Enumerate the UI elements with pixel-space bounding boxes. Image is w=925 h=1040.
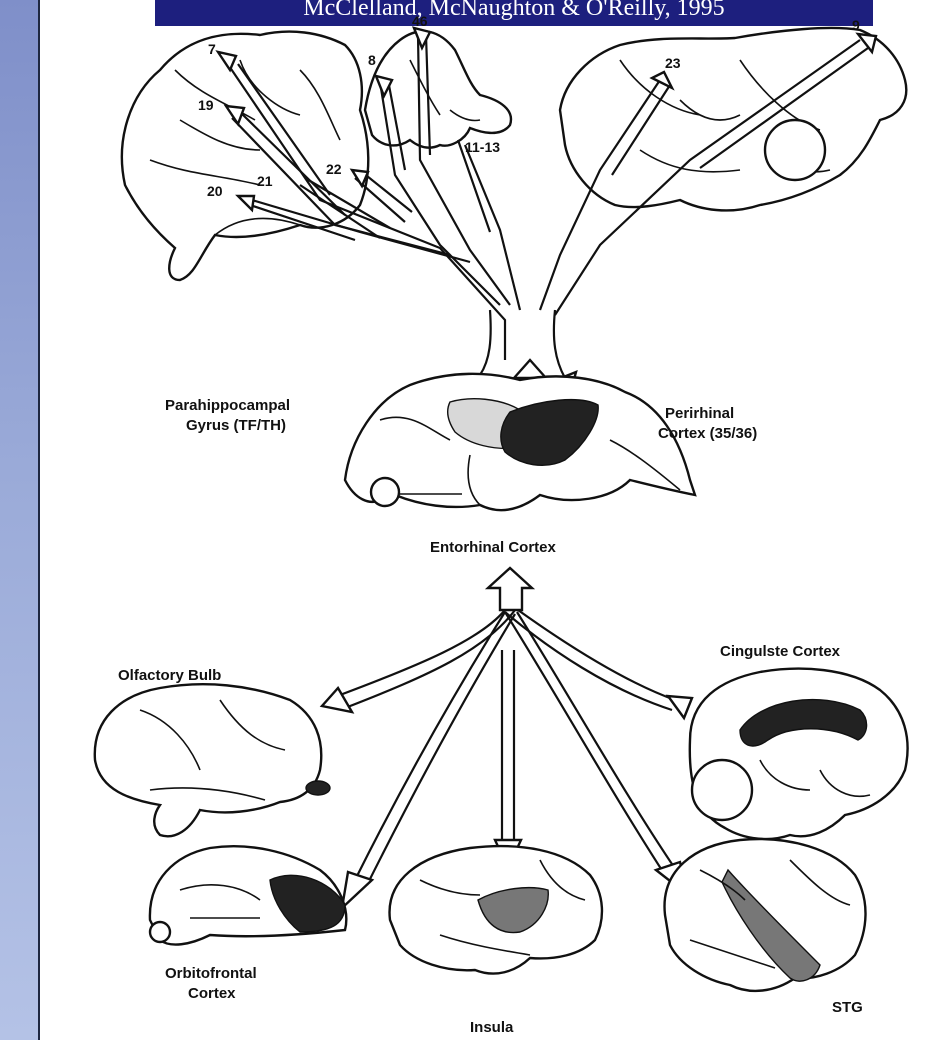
left-lateral-brain [122,32,368,280]
parahippocampal-label-line1: Parahippocampal [165,397,290,414]
area-number-11-13: 11-13 [465,139,500,155]
area-number-23: 23 [665,55,681,71]
right-medial-brain [560,28,906,210]
area-number-7: 7 [208,41,216,57]
olfactory-bulb-label: Olfactory Bulb [118,667,221,684]
orbitofrontal-label-line1: Orbitofrontal [165,965,257,982]
slide-sidebar-bar [0,0,38,1040]
perirhinal-label-line2: Cortex (35/36) [658,425,757,442]
cortical-connectivity-diagram: 7 19 20 21 22 8 46 11-13 23 9 Parahip [40,0,925,1040]
parahippocampal-label-line2: Gyrus (TF/TH) [186,417,286,434]
stg-label: STG [832,999,863,1016]
right-brain-cerebellum [765,120,825,180]
olfactory-bulb-region [306,781,330,795]
orbitofrontal-bulb [150,922,170,942]
olfactory-brain [95,684,321,836]
area-number-21: 21 [257,173,273,189]
cingulate-brain-cerebellum [692,760,752,820]
area-number-20: 20 [207,183,223,199]
orbitofrontal-label-line2: Cortex [188,985,236,1002]
area-number-9: 9 [852,17,860,33]
insula-label: Insula [470,1019,514,1036]
cingulate-cortex-label: Cingulste Cortex [720,643,841,660]
perirhinal-label-line1: Perirhinal [665,405,734,422]
area-number-8: 8 [368,52,376,68]
temporal-pole-bulb [371,478,399,506]
entorhinal-cortex-label: Entorhinal Cortex [430,539,557,556]
area-number-22: 22 [326,161,342,177]
area-number-19: 19 [198,97,214,113]
area-number-46: 46 [412,13,428,29]
